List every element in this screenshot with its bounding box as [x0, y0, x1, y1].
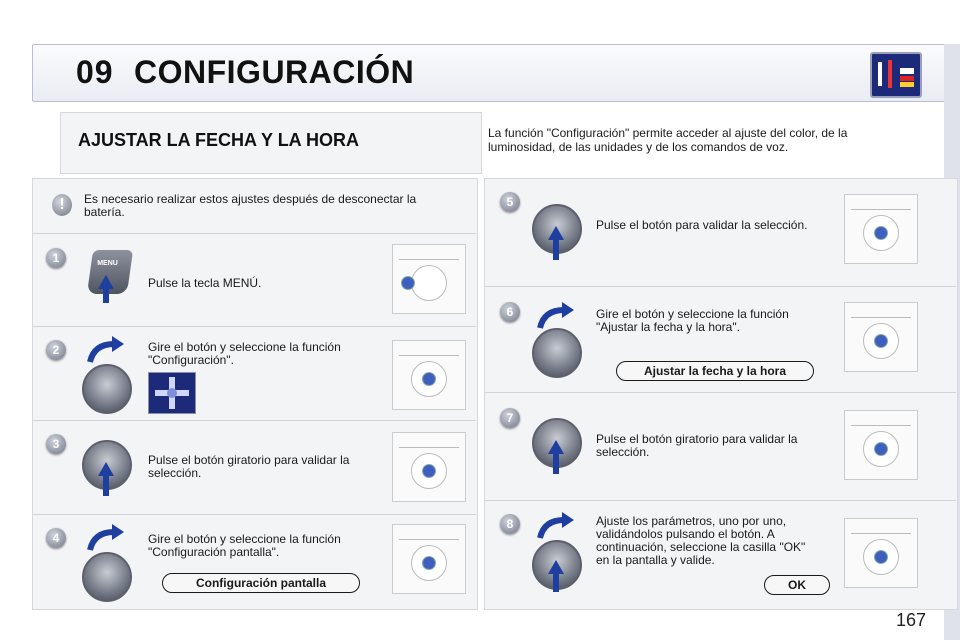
- step-text: Pulse el botón para validar la selección…: [596, 218, 808, 232]
- console-illustration: [392, 432, 466, 502]
- section-title-box: [60, 112, 482, 174]
- step-text: Pulse el botón giratorio para validar la…: [148, 453, 350, 480]
- divider: [485, 286, 956, 287]
- step-number: 7: [500, 408, 520, 428]
- page-number: 167: [896, 610, 927, 630]
- menu-option-pill: Configuración pantalla: [162, 573, 360, 593]
- divider: [33, 326, 476, 327]
- step-text: Pulse el botón giratorio para validar la…: [596, 432, 798, 459]
- section-title: AJUSTAR LA FECHA Y LA HORA: [78, 130, 360, 150]
- console-illustration: [392, 340, 466, 410]
- step-number: 3: [46, 434, 66, 454]
- step-number: 2: [46, 340, 66, 360]
- knob-icon: [82, 552, 132, 602]
- console-illustration: [844, 302, 918, 372]
- console-illustration: [844, 518, 918, 588]
- chapter-title: CONFIGURACIÓN: [134, 54, 415, 90]
- console-illustration: [844, 410, 918, 480]
- step-text: Gire el botón y seleccione la función "A…: [596, 307, 789, 334]
- arrow-up-icon: [548, 226, 564, 260]
- step-number: 5: [500, 192, 520, 212]
- warning-icon: !: [52, 194, 72, 216]
- console-illustration: [392, 524, 466, 594]
- console-illustration: [844, 194, 918, 264]
- rotate-arrow-icon: [537, 302, 574, 329]
- rotate-arrow-icon: [537, 512, 574, 539]
- step-text: Ajuste los parámetros, uno por uno, vali…: [596, 514, 806, 567]
- step-number: 6: [500, 302, 520, 322]
- arrow-up-icon: [548, 560, 564, 592]
- step-text: Pulse la tecla MENÚ.: [148, 276, 262, 290]
- dpad-icon: [148, 372, 196, 414]
- step-number: 4: [46, 528, 66, 548]
- ok-pill: OK: [764, 575, 830, 595]
- menu-key-label: MENU: [97, 260, 118, 267]
- divider: [33, 233, 476, 234]
- chapter-logo-icon: [870, 52, 922, 98]
- knob-icon: [532, 328, 582, 378]
- intro-text: La función "Configuración" permite acced…: [488, 126, 848, 154]
- divider: [485, 392, 956, 393]
- step-text: Gire el botón y seleccione la función "C…: [148, 340, 341, 367]
- divider: [33, 514, 476, 515]
- step-number: 1: [46, 248, 66, 268]
- arrow-up-icon: [548, 440, 564, 474]
- rotate-arrow-icon: [87, 336, 124, 363]
- warning-text: Es necesario realizar estos ajustes desp…: [84, 192, 417, 219]
- divider: [33, 420, 476, 421]
- chapter-header: [32, 44, 957, 102]
- step-number: 8: [500, 514, 520, 534]
- arrow-up-icon: [98, 275, 114, 303]
- arrow-up-icon: [98, 462, 114, 496]
- chapter-number: 09: [76, 54, 114, 90]
- menu-option-pill: Ajustar la fecha y la hora: [616, 361, 814, 381]
- knob-icon: [82, 364, 132, 414]
- console-illustration: [392, 244, 466, 314]
- rotate-arrow-icon: [87, 524, 124, 551]
- step-text: Gire el botón y seleccione la función "C…: [148, 532, 341, 559]
- divider: [485, 500, 956, 501]
